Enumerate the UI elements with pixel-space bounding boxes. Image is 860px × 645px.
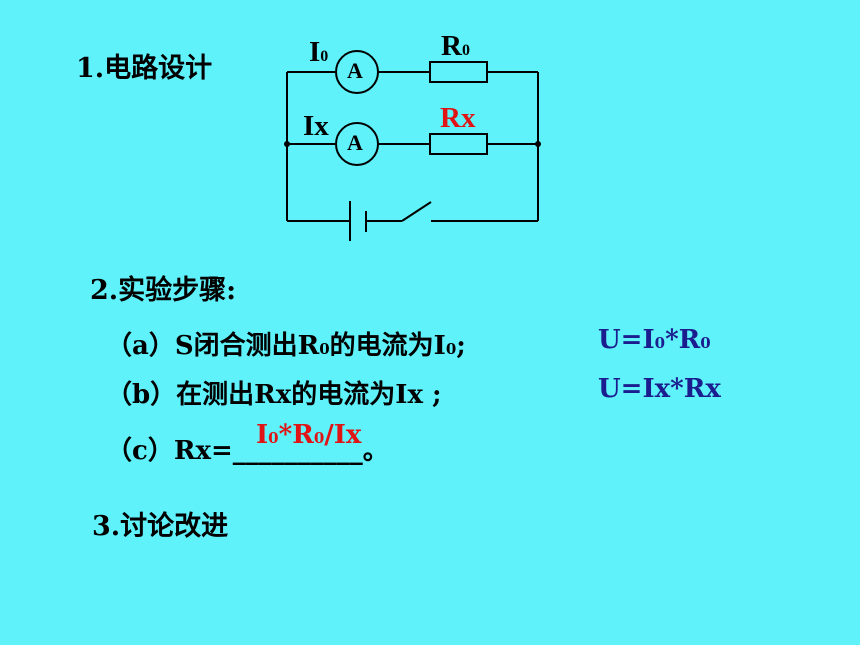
junction-right (535, 141, 541, 147)
step-a-text: （a）S闭合测出R0的电流为I0; (106, 331, 466, 361)
label-ix: Ix (303, 110, 329, 142)
step-c-answer: I0*R0/Ix (256, 420, 362, 450)
label-rx: Rx (440, 102, 476, 134)
ammeter-mid (335, 122, 379, 166)
section3-title: 3.讨论改进 (92, 511, 229, 542)
junction-left (284, 141, 290, 147)
label-r0: R0 (441, 30, 470, 62)
resistor-rx (429, 133, 488, 155)
section2-title: 2.实验步骤: (90, 275, 237, 306)
label-i0: I0 (309, 36, 329, 68)
ammeter-top (335, 50, 379, 94)
ammeter-mid-symbol: A (347, 130, 363, 155)
resistor-r0 (429, 61, 488, 83)
step-b-formula: U=Ix*Rx (598, 374, 721, 404)
ammeter-top-symbol: A (347, 58, 363, 83)
step-c-text: （c）Rx=__________。 (106, 436, 389, 466)
switch-lever (401, 201, 432, 222)
section1-title: 1.电路设计 (76, 53, 213, 84)
step-b-text: （b）在测出Rx的电流为Ix ; (106, 380, 442, 410)
step-a-formula: U=I0*R0 (598, 325, 711, 355)
answer-blank: __________ (232, 436, 363, 466)
